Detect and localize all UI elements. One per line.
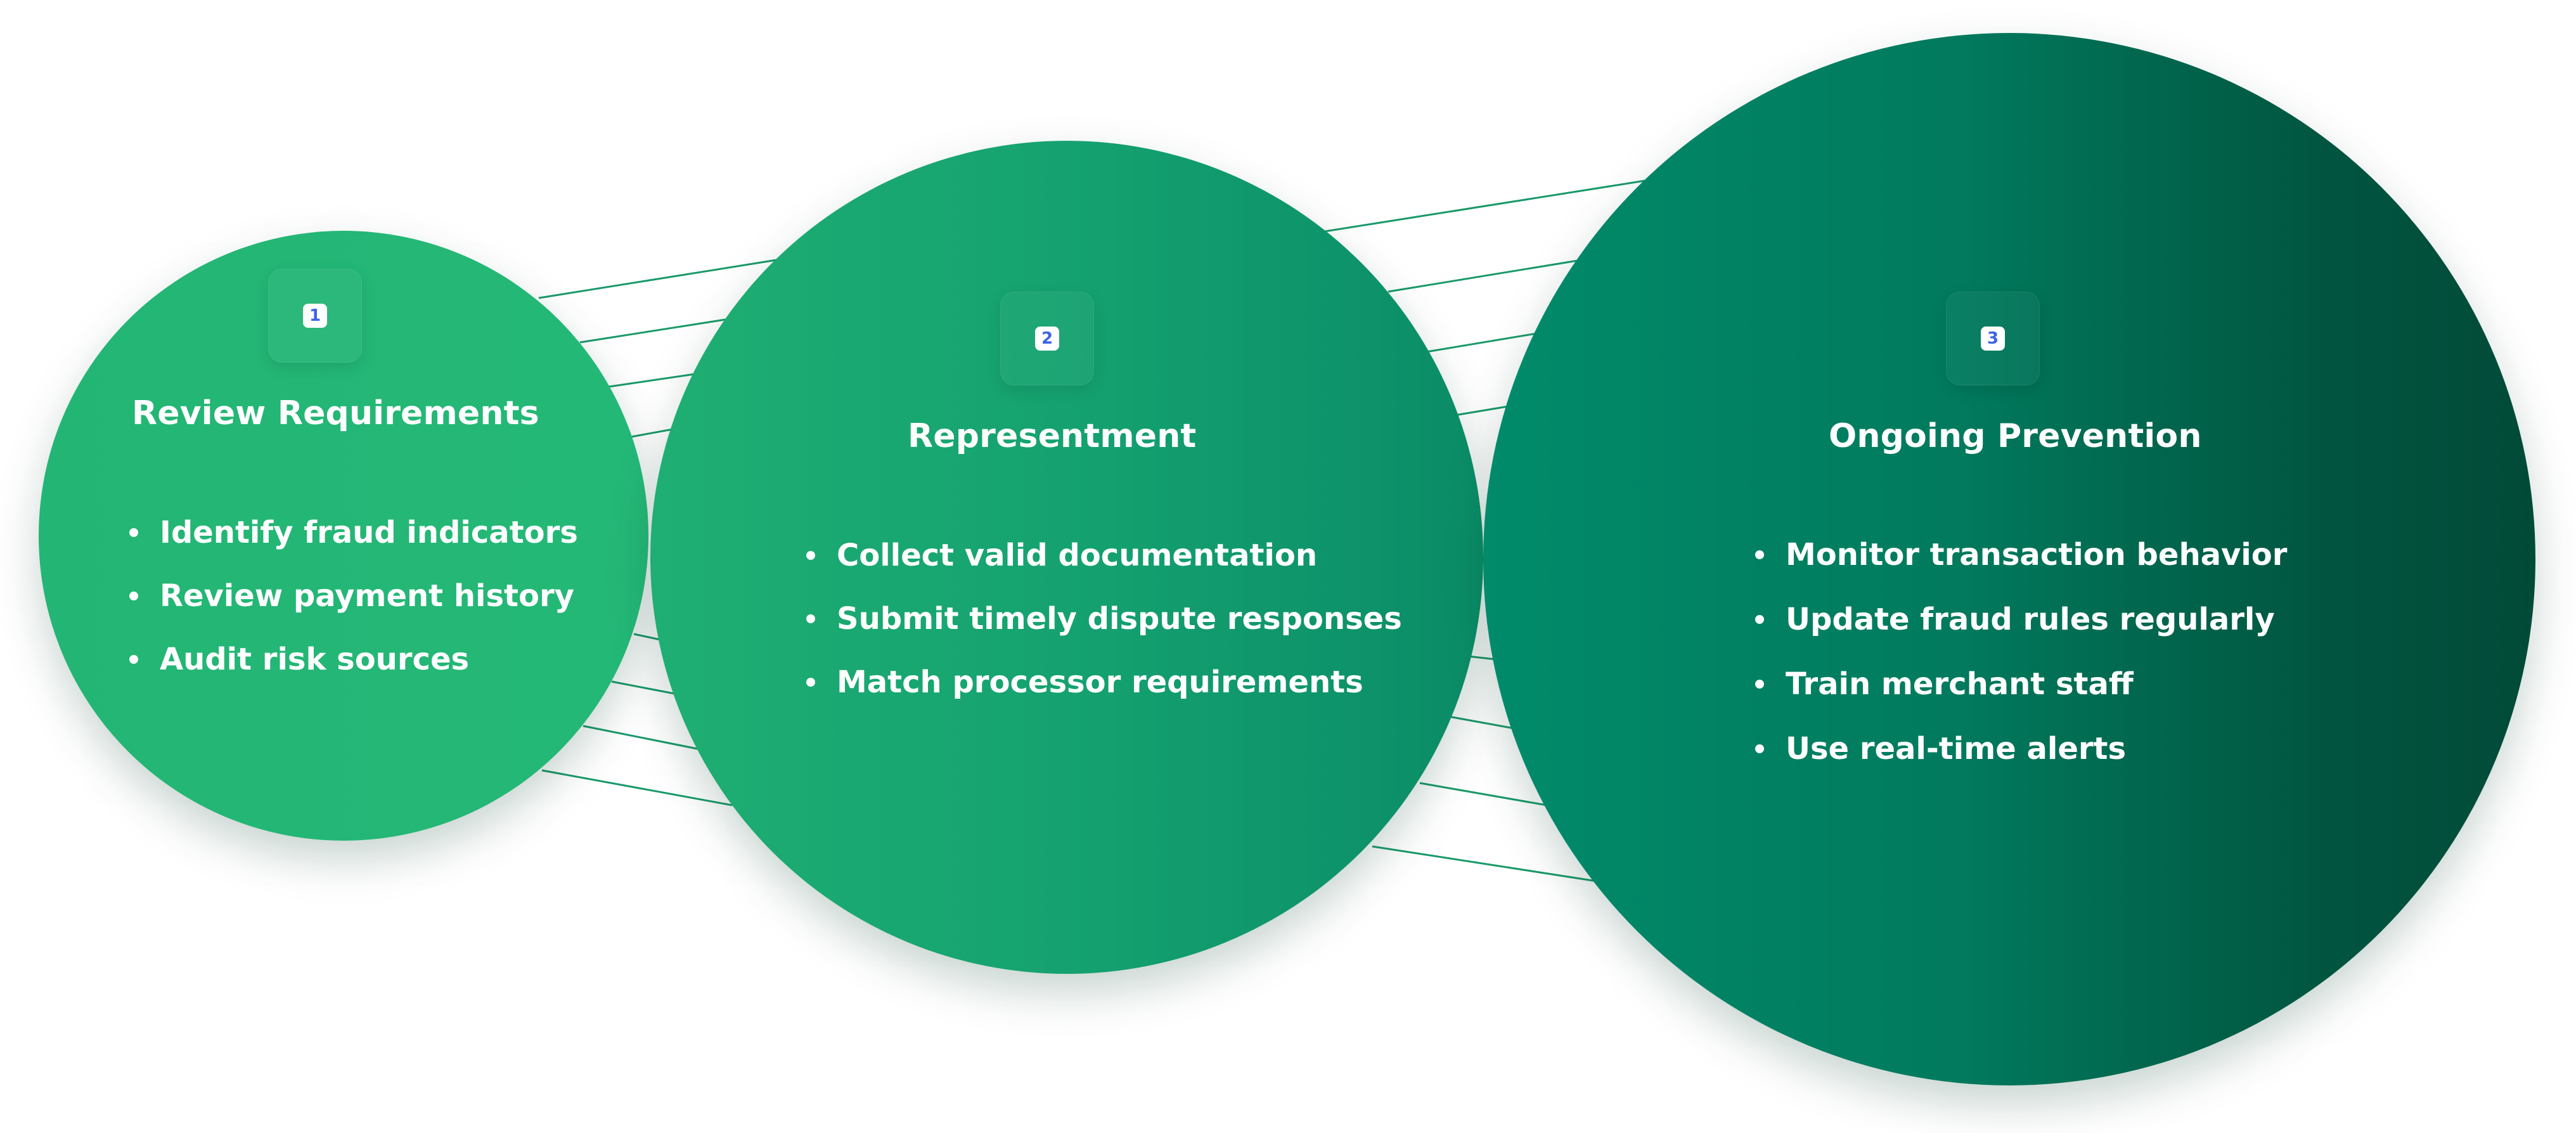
step-3-item: Update fraud rules regularly <box>1751 587 2287 652</box>
step-2-circle <box>650 141 1483 974</box>
step-3-circle <box>1483 33 2535 1085</box>
step-1-item: Audit risk sources <box>126 628 578 691</box>
step-1-item: Review payment history <box>126 564 578 628</box>
connector-line <box>583 725 711 753</box>
connector-line <box>541 769 733 806</box>
connector-line <box>1372 845 1598 883</box>
step-2-badge: 2 <box>1000 292 1094 385</box>
step-1-title: Review Requirements <box>132 394 539 432</box>
step-2-list: Collect valid documentation Submit timel… <box>802 524 1402 714</box>
step-3-number: 3 <box>1981 327 2005 351</box>
connector-line <box>1419 782 1547 806</box>
step-2-number: 2 <box>1035 327 1059 351</box>
step-1-circle <box>39 231 648 841</box>
step-2-item: Collect valid documentation <box>802 524 1402 587</box>
step-3-item: Use real-time alerts <box>1751 716 2287 781</box>
connector-line <box>1324 179 1645 233</box>
step-1-list: Identify fraud indicators Review payment… <box>126 501 578 691</box>
step-2-title: Representment <box>908 417 1197 455</box>
connector-line <box>1448 715 1519 730</box>
connector-line <box>1467 655 1497 661</box>
step-3-title: Ongoing Prevention <box>1829 417 2202 455</box>
step-3-item: Train merchant staff <box>1751 652 2287 716</box>
step-3-item: Monitor transaction behavior <box>1751 522 2287 587</box>
connector-line <box>1454 405 1512 417</box>
step-1-item: Identify fraud indicators <box>126 501 578 564</box>
step-1-number: 1 <box>303 304 327 328</box>
step-2-item: Match processor requirements <box>802 651 1402 714</box>
step-3-badge: 3 <box>1946 292 2040 385</box>
connector-line <box>1388 259 1582 293</box>
step-3-list: Monitor transaction behavior Update frau… <box>1751 522 2287 781</box>
connector-line <box>538 259 777 299</box>
connector-line <box>579 316 742 344</box>
connector-line <box>1426 332 1541 353</box>
step-1-badge: 1 <box>268 269 362 363</box>
step-2-item: Submit timely dispute responses <box>802 587 1402 651</box>
